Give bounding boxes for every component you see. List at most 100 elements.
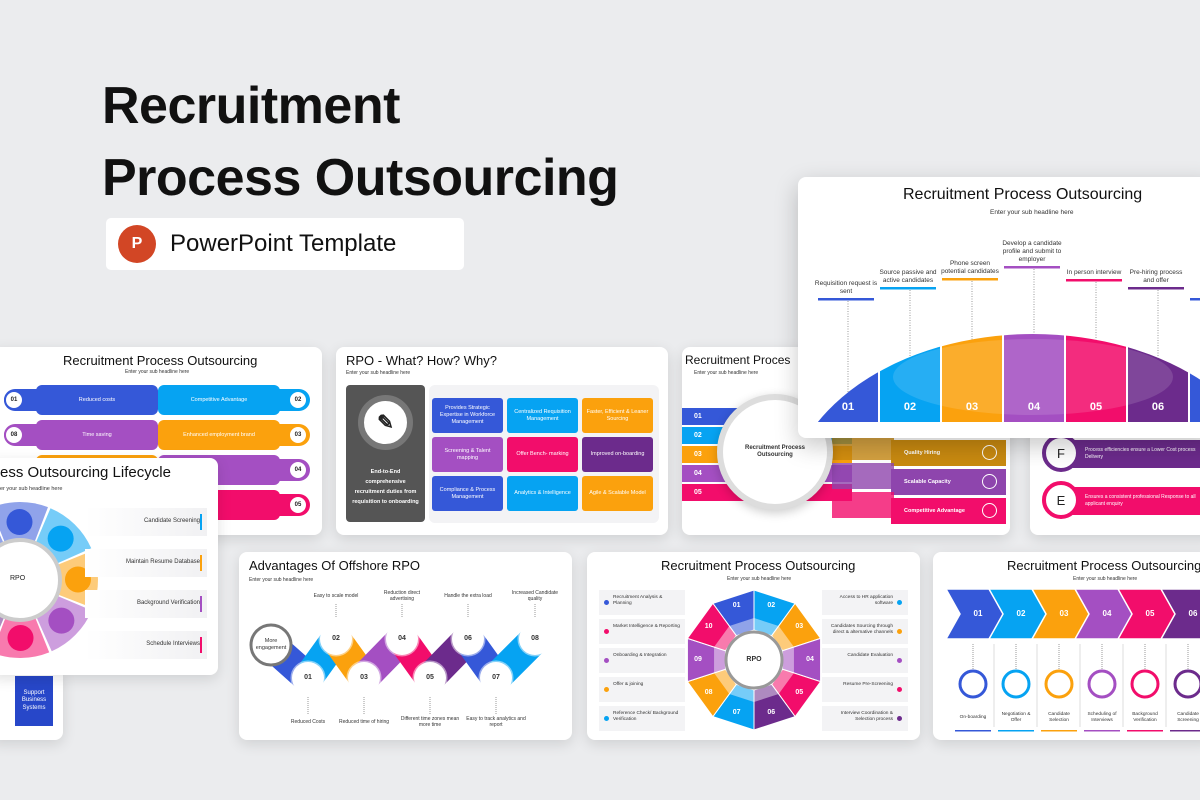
lifecycle-item: [85, 631, 207, 659]
arch-group: [818, 334, 1200, 422]
step-label: [1186, 260, 1200, 296]
step-label: Phone screen potential candidates: [941, 259, 999, 275]
lifecycle-item-label: Schedule Interviews: [146, 641, 200, 647]
start-label: More engagement: [255, 638, 287, 651]
decagon-list-item: [599, 619, 685, 644]
advantages-chain: [249, 604, 553, 714]
step-label-line: [942, 278, 998, 281]
chevron-underline: [1041, 730, 1077, 732]
wheel-segment-icon: [48, 607, 75, 634]
decagon-list-item: [822, 648, 908, 673]
funnel-input-number: 02: [694, 432, 702, 439]
wheel-segment-icon: [6, 509, 33, 536]
decagon-inner-ring: [771, 669, 794, 694]
handshake-icon: [958, 669, 988, 699]
step-circle: [346, 660, 382, 696]
interview-icon: [1087, 669, 1117, 699]
lifecycle-item: [85, 549, 207, 577]
lifecycle-item-label: Background Verification: [136, 600, 200, 606]
decagon-list-dot: [604, 629, 609, 634]
feature-cell: Centralized Requisition Management: [507, 398, 578, 433]
funnel-input-number: 05: [694, 489, 702, 496]
benefit-number-right: 05: [288, 495, 308, 515]
step-number: 02: [332, 634, 340, 642]
step-number: 07: [492, 673, 500, 681]
step-label: Reduction direct advertising: [383, 589, 421, 602]
chevron-label: Candidate Selection: [1048, 712, 1070, 723]
decagon-list-dot: [897, 687, 902, 692]
template-badge: P PowerPoint Template: [106, 218, 464, 270]
decagon-list-dot: [604, 658, 609, 663]
slide-thumbnail-partial[interactable]: Support Business Systems: [0, 668, 63, 740]
selection-icon: [1044, 669, 1074, 699]
arch-highlight: [893, 339, 1173, 415]
wheel-center-label: RPO: [10, 575, 26, 582]
funnel-input-number: 01: [694, 413, 702, 420]
decagon-list-label: Onboarding & Integration: [613, 653, 667, 658]
decagon-list-label: Candidates Sourcing through direct & alt…: [830, 624, 893, 636]
decagon-list-item: [599, 706, 685, 731]
decagon-inner-ring: [714, 647, 726, 673]
decagon-list-item: [822, 706, 908, 731]
funnel-output-label: Scalable Capacity: [904, 479, 951, 485]
arch-segment: [1004, 334, 1064, 422]
hero-title: Recruitment Process Outsourcing: [102, 70, 619, 214]
decagon-list-item: [822, 590, 908, 615]
benefit-number-left: 08: [4, 425, 24, 445]
benefit-label-right: Enhanced employment brand: [158, 420, 280, 450]
slide-title: Recruitment Process Outsourcing: [1007, 558, 1200, 573]
step-label: In person interview: [1066, 268, 1122, 276]
chevron-label: Background Verification: [1132, 712, 1158, 723]
summary-panel: ✎End-to-End comprehensive recruitment du…: [346, 385, 425, 522]
decagon-segment-number: 08: [704, 688, 713, 696]
feature-cell: Compliance & Process Management: [432, 476, 503, 511]
calendar-icon: [1173, 669, 1200, 699]
decagon-list-label: Interview Coordination & Selection proce…: [840, 711, 893, 723]
chevron-process: [944, 588, 1200, 732]
funnel-connector: [832, 463, 894, 489]
step-label-line: [1004, 266, 1060, 269]
chevron-number: 05: [1145, 609, 1155, 618]
arch-step-number: 06: [1151, 401, 1165, 414]
chevron-number: 03: [1059, 609, 1069, 618]
step-label: Source passive and active candidates: [879, 268, 937, 284]
benefit-number-right: 04: [288, 460, 308, 480]
step-label-line: [1066, 279, 1122, 282]
chevron-underline: [1170, 730, 1200, 732]
wheel-segment-icon: [47, 525, 74, 552]
chevron-number: 06: [1188, 609, 1198, 618]
lifecycle-item-marker: [200, 555, 202, 571]
decagon-segment-number: 06: [767, 708, 776, 716]
funnel-output-label: Competitive Advantage: [904, 508, 965, 514]
step-number: 04: [398, 634, 406, 642]
slide-title: Recruitment Proces: [685, 353, 791, 367]
benefit-label-right: Competitive Advantage: [158, 385, 280, 415]
slide-thumbnail-what-how-why[interactable]: RPO - What? How? Why?Enter your sub head…: [336, 347, 668, 535]
step-label-line: [818, 298, 874, 301]
decagon-segment-number: 07: [732, 708, 741, 716]
slide-subtitle: Enter your sub headline here: [1073, 576, 1138, 582]
decagon-inner-ring: [782, 647, 794, 673]
hero-title-line1: Recruitment: [102, 77, 400, 135]
decagon-list-label: Candidate Evaluation: [847, 653, 893, 658]
chevron-number: 01: [973, 609, 983, 618]
arch-segment: [1066, 334, 1126, 422]
decagon-inner-ring: [714, 626, 737, 651]
decagon-inner-ring: [771, 626, 794, 651]
funnel-center-label: Recruitment Process Outsourcing: [744, 444, 806, 459]
decagon-list-dot: [897, 658, 902, 663]
step-label-line: [880, 287, 936, 290]
step-label: Easy to track analytics and report: [466, 715, 526, 728]
funnel-input-number: 04: [694, 470, 702, 477]
chevron-underline: [1084, 730, 1120, 732]
step-label: Handle the extra load: [444, 592, 492, 599]
feature-cell: Provides Strategic Expertise in Workforc…: [432, 398, 503, 433]
chevron-label: Candidate Screening: [1177, 712, 1199, 723]
chevron-underline: [998, 730, 1034, 732]
benefit-number-right: 02: [288, 390, 308, 410]
